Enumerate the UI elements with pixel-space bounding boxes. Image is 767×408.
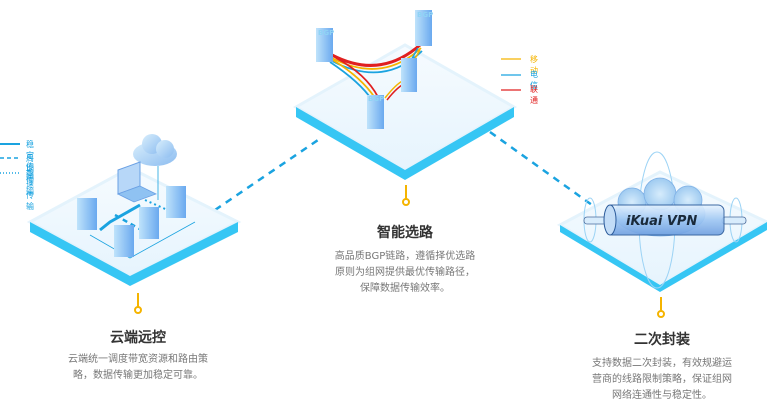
bgp-node-left: BGP <box>316 28 334 62</box>
connector-center-right <box>489 130 593 207</box>
bgp-node-middle <box>401 58 417 92</box>
legend-item-telecom: 电信 <box>530 70 538 90</box>
svg-text:BGP: BGP <box>318 29 334 37</box>
vpn-tunnel: iKuai VPN <box>583 204 747 236</box>
center-legend-lines <box>501 58 521 91</box>
left-legend-lines <box>0 143 20 174</box>
feature-desc: 云端统一调度带宽资源和路由策 略，数据传输更加稳定可靠。 <box>68 354 208 381</box>
feature-title: 云端远控 <box>110 330 166 346</box>
svg-text:iKuai VPN: iKuai VPN <box>626 214 697 229</box>
legend-item-periodic: 周期传输 <box>26 154 34 196</box>
feature-desc: 支持数据二次封装，有效规避运 营商的线路限制策略，保证组网 网络连通性与稳定性。 <box>592 358 732 401</box>
connector-left-center <box>214 138 319 212</box>
legend-item-highspeed: 高速传输 <box>26 169 34 211</box>
server-icon <box>77 186 186 257</box>
bgp-node-right: BGP <box>415 10 433 46</box>
laptop-icon <box>116 161 158 203</box>
pin-right <box>657 297 665 318</box>
legend-item-unicom: 联通 <box>530 85 538 105</box>
legend-item-mobile: 移动 <box>530 55 538 75</box>
pin-left <box>134 293 142 314</box>
cloud-icon <box>133 134 177 200</box>
pin-center <box>402 185 410 206</box>
bgp-node-bottom: BGP <box>367 95 384 129</box>
feature-title: 二次封装 <box>634 332 690 348</box>
svg-text:BGP: BGP <box>417 11 433 19</box>
svg-text:BGP: BGP <box>368 95 384 103</box>
feature-desc: 高品质BGP链路，遵循择优选路 原则为组网提供最优传输路径， 保障数据传输效率。 <box>334 251 476 294</box>
platform-left <box>26 166 242 286</box>
feature-title: 智能选路 <box>377 225 433 241</box>
legend-item-stable: 稳定传输 <box>26 140 34 182</box>
